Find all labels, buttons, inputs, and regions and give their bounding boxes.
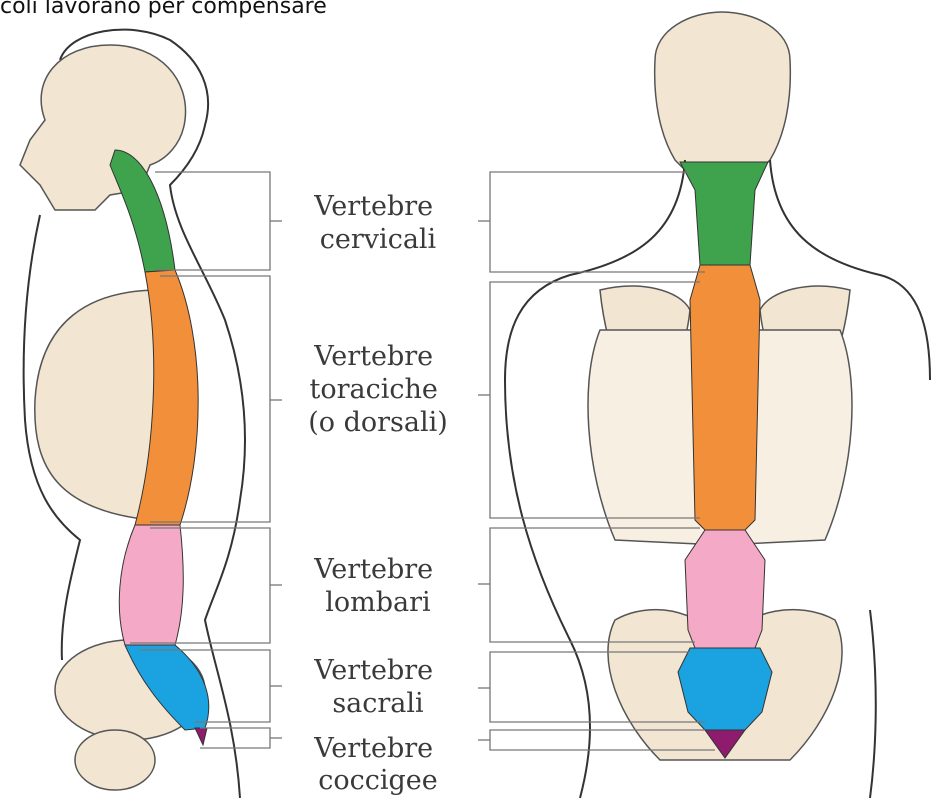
back-spine-thoracic — [690, 265, 760, 530]
back-head — [655, 12, 791, 170]
side-spine-cervical — [110, 150, 175, 272]
labels: Vertebre cervicali Vertebre toraciche (o… — [308, 191, 448, 796]
bracket-left-coccygeal — [200, 728, 270, 748]
bracket-right-cervical — [490, 172, 705, 272]
label-thoracic: Vertebre toraciche (o dorsali) — [308, 341, 448, 438]
label-sacral: Vertebre sacrali — [313, 655, 442, 719]
side-ribcage — [35, 290, 160, 520]
back-spine-lumbar — [685, 530, 765, 648]
side-skull — [20, 45, 186, 210]
label-cervical: Vertebre cervicali — [313, 191, 442, 255]
label-coccygeal: Vertebre coccigee — [313, 733, 442, 796]
side-spine-coccygeal — [195, 728, 207, 745]
label-lumbar: Vertebre lombari — [313, 554, 442, 618]
back-spine-cervical — [680, 162, 768, 265]
back-view-figure — [505, 12, 930, 798]
side-femur-head — [75, 730, 155, 790]
side-view-figure — [20, 30, 245, 798]
side-spine-lumbar — [119, 525, 183, 645]
